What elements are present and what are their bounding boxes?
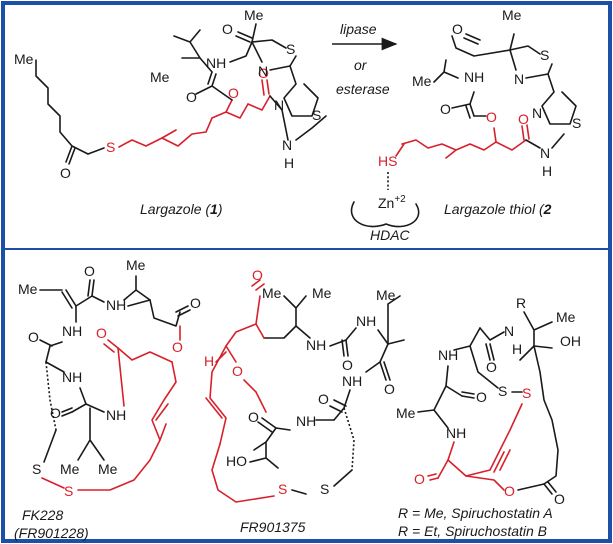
fk228-me-top: Me	[126, 257, 146, 273]
spiro-me: Me	[556, 309, 576, 325]
spiro-n: N	[504, 323, 514, 339]
largazole-chain-me: Me	[14, 51, 34, 67]
fr-me2: Me	[312, 285, 332, 301]
fr-o1: O	[342, 357, 353, 373]
largazole-structure: Me O S O O N H O Me NH O Me S N	[14, 7, 327, 217]
largazole-thiol-structure: Me O S N N S Me NH O O O N H HS Zn+2 HDA…	[350, 7, 581, 243]
largazole-amide-o: O	[258, 65, 269, 81]
fk228-o1: O	[190, 295, 201, 311]
spiro-ester-o: O	[504, 483, 515, 499]
fk228-me-b2: Me	[98, 461, 118, 477]
fr-o4: O	[248, 409, 259, 425]
fr-nh2: NH	[356, 313, 376, 329]
largazole-thioester-o: O	[60, 165, 71, 181]
fk228-s1: S	[32, 461, 41, 477]
spiro-carbonyl-o: O	[554, 491, 565, 507]
thiol-thiazole-s: S	[572, 115, 581, 131]
spiro-o2: O	[476, 389, 487, 405]
fk228-vinyl-me: Me	[18, 281, 38, 297]
fk228-o3: O	[28, 329, 39, 345]
thiol-me-top: Me	[502, 7, 522, 23]
fr901375-structure: Me Me NH O NH Me O NH O NH O HO S S O H	[204, 267, 405, 535]
thiol-thiazoline-s: S	[540, 47, 549, 63]
fr-me1: Me	[262, 285, 282, 301]
fr-ho: HO	[226, 453, 247, 469]
fr-s1: S	[320, 481, 329, 497]
largazole-nh: NH	[206, 55, 226, 71]
reagent-esterase: esterase	[336, 81, 390, 97]
fk228-o2: O	[84, 263, 95, 279]
thiol-thiazole-n: N	[532, 105, 542, 121]
fk228-nh3: NH	[62, 369, 82, 385]
largazole-ester-carbonyl-o: O	[186, 89, 197, 105]
fr-ester-o: O	[232, 363, 243, 379]
fr-me3: Me	[376, 287, 396, 303]
largazole-me-top: Me	[244, 7, 264, 23]
fr-o2: O	[384, 381, 395, 397]
fk228-nh1: NH	[106, 297, 126, 313]
fk228-me-b1: Me	[60, 461, 80, 477]
thiol-amide-h: H	[542, 163, 552, 179]
spiro-nh2: NH	[446, 425, 466, 441]
fr-h: H	[204, 353, 214, 369]
fk228-nh4: NH	[106, 407, 126, 423]
thiol-nh: NH	[464, 69, 484, 85]
thiol-hs: HS	[378, 153, 397, 169]
fk228-o4: O	[50, 405, 61, 421]
fk228-ester-o: O	[172, 339, 183, 355]
reaction-arrow: lipase or esterase	[332, 21, 398, 97]
largazole-thiazole-n: N	[274, 97, 284, 113]
reagent-or: or	[354, 57, 368, 73]
spiruchostatin-caption-a: R = Me, Spiruchostatin A	[398, 505, 553, 521]
largazole-ipr-me: Me	[150, 69, 170, 85]
fk228-amide-o: O	[96, 325, 107, 341]
spiro-nh1: NH	[438, 347, 458, 363]
fr-nh3: NH	[342, 373, 362, 389]
spiro-h: H	[512, 341, 522, 357]
fk228-nh2: NH	[62, 323, 82, 339]
hdac-label: HDAC	[370, 227, 411, 243]
thiol-caption: Largazole thiol (2	[444, 201, 552, 217]
thiol-ester-o: O	[486, 109, 497, 125]
reagent-lipase: lipase	[340, 21, 377, 37]
fr-amide-o: O	[252, 267, 263, 283]
largazole-thiazole-s: S	[312, 107, 321, 123]
largazole-carbonyl-o: O	[222, 21, 233, 37]
spiro-me-ala: Me	[396, 405, 416, 421]
largazole-caption: Largazole (1)	[140, 201, 223, 217]
fr-s2: S	[278, 481, 287, 497]
spiro-amide-o: O	[414, 471, 425, 487]
fk228-structure: Me O O NH O Me NH O NH O NH Me Me S S	[14, 257, 201, 541]
largazole-s-link: S	[106, 139, 115, 155]
thiol-amide-o: O	[518, 111, 529, 127]
largazole-thiazoline-s: S	[286, 41, 295, 57]
spiro-o1: O	[486, 359, 497, 375]
thiol-ester-carbonyl-o: O	[440, 101, 451, 117]
spiruchostatin-structure: R Me OH N H O NH S S O Me NH O O O R = M…	[396, 295, 581, 539]
largazole-amide-n: N	[282, 137, 292, 153]
thiol-carbonyl-o: O	[452, 21, 463, 37]
spiro-s2: S	[522, 385, 531, 401]
largazole-thiazoline-n: N	[258, 63, 268, 79]
fk228-s2: S	[64, 483, 73, 499]
largazole-amide-h: H	[284, 155, 294, 171]
spiro-s1: S	[498, 383, 507, 399]
spiruchostatin-caption-b: R = Et, Spiruchostatin B	[398, 523, 547, 539]
fk228-caption-alt: (FR901228)	[14, 525, 89, 541]
thiol-thiazoline-n: N	[514, 71, 524, 87]
spiro-oh: OH	[560, 333, 581, 349]
largazole-ester-o: O	[228, 85, 239, 101]
fr-o3: O	[318, 391, 329, 407]
fk228-caption: FK228	[22, 507, 63, 523]
fr901375-caption: FR901375	[240, 519, 306, 535]
thiol-amide-n: N	[540, 145, 550, 161]
spiro-r: R	[516, 295, 526, 311]
thiol-zinc: Zn+2	[378, 194, 406, 211]
fr-nh1: NH	[306, 337, 326, 353]
fr-nh4: NH	[296, 413, 316, 429]
thiol-ipr-me: Me	[412, 73, 432, 89]
